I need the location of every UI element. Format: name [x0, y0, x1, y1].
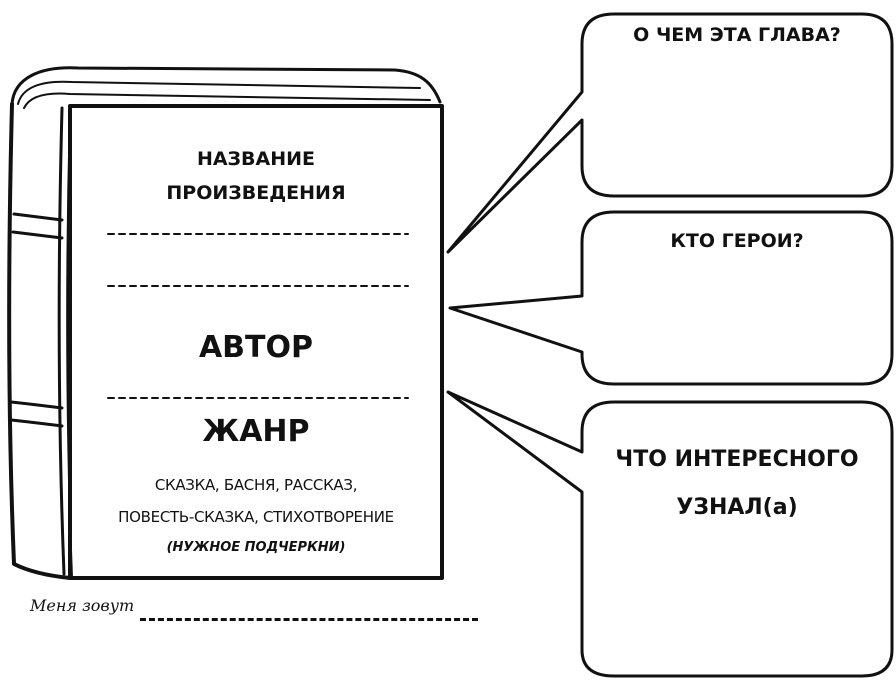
bubble-1-label: О ЧЕМ ЭТА ГЛАВА? [633, 24, 841, 46]
signature-label: Меня зовут [30, 596, 135, 615]
signature-line[interactable] [140, 618, 478, 621]
genre-label: ЖАНР [202, 414, 310, 449]
book-top-edge [10, 66, 442, 106]
book-title-label: НАЗВАНИЕ ПРОИЗВЕДЕНИЯ [70, 142, 442, 210]
bubble-3-label: ЧТО ИНТЕРЕСНОГО УЗНАЛ(а) [582, 436, 892, 532]
bubble-2-outline [448, 210, 894, 386]
book-pages-curve [17, 80, 421, 105]
author-label: АВТОР [198, 330, 314, 365]
genres-line-1: СКАЗКА, БАСНЯ, РАССКАЗ, [154, 476, 358, 494]
genres-hint: (НУЖНОЕ ПОДЧЕРКНИ) [166, 540, 346, 555]
bubble-3-label-line-2: УЗНАЛ(а) [676, 495, 798, 520]
bubble-2-label: КТО ГЕРОИ? [670, 230, 804, 252]
genres-line-2: ПОВЕСТЬ-СКАЗКА, СТИХОТВОРЕНИЕ [118, 508, 394, 526]
book-title-line-1: НАЗВАНИЕ [196, 148, 316, 170]
bubble-3-label-line-1: ЧТО ИНТЕРЕСНОГО [615, 447, 859, 472]
book-cover [68, 104, 444, 580]
book-spine [7, 102, 72, 580]
book-title-line-2: ПРОИЗВЕДЕНИЯ [166, 182, 346, 204]
spine-band [9, 400, 64, 410]
bubble-3-outline [446, 390, 894, 678]
bubble-1-outline [446, 12, 894, 254]
spine-band [12, 212, 64, 222]
